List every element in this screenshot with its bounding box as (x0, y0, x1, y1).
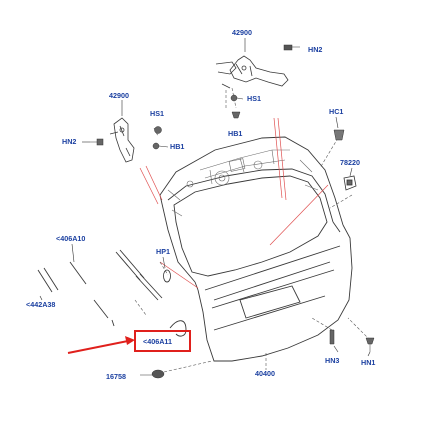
highlight-box (134, 330, 191, 352)
leader-lines-red (139, 117, 329, 289)
label-406a11[interactable]: <406A11 (143, 337, 172, 346)
clip-hc1-icon (333, 129, 345, 141)
tailgate-inner-structure (167, 149, 319, 217)
bolt-hb1-upper-icon (231, 111, 241, 119)
label-leaders (39, 38, 371, 357)
leader-lines-dashed (134, 87, 371, 373)
label-hn2-top[interactable]: HN2 (308, 45, 322, 54)
label-78220[interactable]: 78220 (340, 158, 360, 167)
bolt-hn2-left-icon (90, 138, 104, 146)
label-hs1-upper[interactable]: HS1 (247, 94, 261, 103)
bolt-hs1-upper-icon (230, 94, 244, 102)
label-hn2-left[interactable]: HN2 (62, 137, 76, 146)
grommet-hp1-icon (163, 269, 171, 283)
label-hs1-left[interactable]: HS1 (150, 109, 164, 118)
label-hn1[interactable]: HN1 (361, 358, 375, 367)
label-42900-left[interactable]: 42900 (109, 91, 129, 100)
harness-406a11-icon (169, 320, 187, 337)
actuator-16758-icon (140, 369, 165, 379)
label-hb1-left[interactable]: HB1 (170, 142, 184, 151)
bolt-hn3-icon (329, 329, 335, 345)
bolt-hn2-top-icon (283, 44, 300, 51)
bolt-hn1-icon (365, 337, 375, 352)
gas-strut-406a10-icon (93, 249, 163, 327)
gas-strut-442a38-icon (37, 261, 87, 293)
label-hn3[interactable]: HN3 (325, 356, 339, 365)
highlight-arrow-icon (67, 340, 129, 354)
tailgate-panel (159, 136, 353, 362)
bolt-hs1-left-icon (154, 126, 162, 134)
switch-78220-icon (343, 175, 357, 191)
label-hc1[interactable]: HC1 (329, 107, 343, 116)
label-40400[interactable]: 40400 (255, 369, 275, 378)
label-hp1[interactable]: HP1 (156, 247, 170, 256)
highlight-callout (67, 330, 191, 354)
label-16758[interactable]: 16758 (106, 372, 126, 381)
label-42900-top[interactable]: 42900 (232, 28, 252, 37)
label-442a38[interactable]: <442A38 (26, 300, 55, 309)
label-hb1-upper[interactable]: HB1 (228, 129, 242, 138)
part-labels: 42900 HN2 HS1 HB1 42900 HS1 HN2 HB1 HC1 … (26, 28, 375, 381)
bolt-hb1-left-icon (152, 142, 169, 150)
hinge-left-icon (109, 117, 135, 163)
hinge-upper-icon (215, 55, 289, 89)
label-406a10[interactable]: <406A10 (56, 234, 85, 243)
